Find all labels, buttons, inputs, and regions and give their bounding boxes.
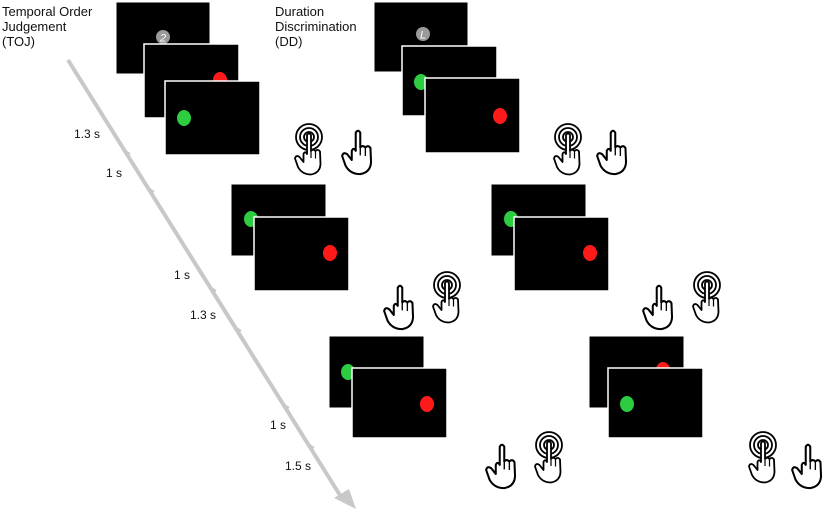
toj-title: Temporal Order Judgement (TOJ): [2, 4, 92, 49]
hand-pointing-icon: [791, 443, 823, 490]
toj-title-line-3: (TOJ): [2, 34, 35, 49]
toj-cue-digit: 2: [159, 33, 166, 45]
dd-title-line-2: Discrimination: [275, 19, 357, 34]
toj-screen-red-dot-3: [351, 367, 448, 439]
dd-screen-green-dot-3: [607, 367, 704, 439]
hand-pressing-icon: [553, 123, 582, 176]
toj-title-line-2: Judgement: [2, 19, 67, 34]
dd-title-line-1: Duration: [275, 4, 325, 19]
time-label-6: 1.5 s: [285, 459, 312, 473]
dd-cue-letter: L: [420, 30, 426, 42]
hand-pointing-icon: [341, 129, 373, 176]
dd-title: Duration Discrimination (DD): [275, 4, 357, 49]
time-label-4: 1.3 s: [190, 308, 217, 322]
toj-screen-red-dot-2: [253, 216, 350, 292]
toj-title-line-1: Temporal Order: [2, 4, 93, 19]
hand-pressing-icon: [534, 431, 563, 484]
dd-screen-red-dot: [424, 77, 521, 154]
timeline-arrow: [66, 58, 356, 509]
hand-pressing-icon: [692, 271, 721, 324]
time-label-2: 1 s: [106, 166, 123, 180]
hand-pressing-icon: [432, 271, 461, 324]
hand-pointing-icon: [485, 443, 517, 490]
hand-pointing-icon: [642, 284, 674, 331]
hand-pointing-icon: [596, 129, 628, 176]
time-label-1: 1.3 s: [74, 127, 101, 141]
hand-pressing-icon: [294, 123, 323, 176]
hand-pressing-icon: [748, 431, 777, 484]
time-label-3: 1 s: [174, 268, 191, 282]
toj-screen-green-dot: [164, 80, 261, 156]
time-label-5: 1 s: [270, 418, 287, 432]
dd-screen-red-dot-2: [513, 216, 610, 292]
hand-pointing-icon: [383, 284, 415, 331]
dd-title-line-3: (DD): [275, 34, 303, 49]
